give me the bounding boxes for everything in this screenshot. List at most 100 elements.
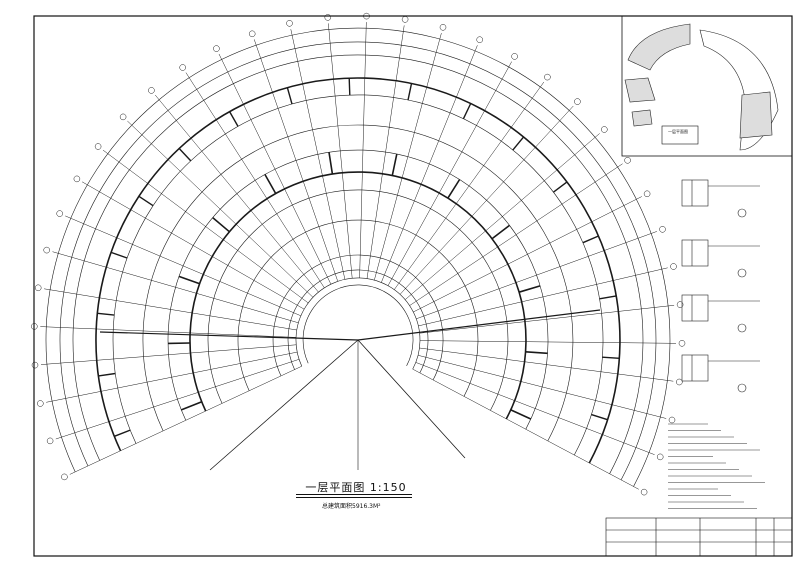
room-wall-9	[212, 216, 231, 233]
axis-bubble-27	[659, 226, 666, 233]
radial-axis-28	[418, 267, 668, 327]
radial-axis-19	[374, 33, 442, 281]
outer-room-wall-20	[462, 103, 472, 120]
room-wall-0	[181, 401, 203, 411]
radial-axis-22	[393, 81, 545, 290]
room-wall-27	[518, 285, 541, 293]
radial-axis-29	[419, 305, 675, 334]
axis-bubble-15	[286, 20, 293, 27]
drawing-title: 一层平面图 1:150	[305, 481, 407, 494]
room-wall-24	[491, 224, 510, 240]
wall-detail-sections	[681, 179, 760, 393]
room-wall-30	[525, 351, 548, 355]
outer-room-wall-4	[97, 312, 115, 316]
detail-tag-3	[737, 383, 747, 393]
radial-axis-31	[419, 347, 674, 382]
radial-axis-0	[69, 365, 302, 475]
axis-bubble-19	[439, 24, 447, 31]
outer-room-wall-0	[114, 429, 131, 437]
axis-bubble-14	[248, 30, 256, 38]
axis-bubble-7	[56, 210, 63, 217]
title-block	[605, 517, 793, 557]
wall-line-left	[99, 331, 359, 341]
radial-axis-4	[40, 326, 297, 338]
outer-room-wall-32	[591, 413, 608, 421]
radial-axis-34	[412, 368, 639, 490]
radial-axis-8	[81, 181, 305, 310]
title-underline-thin	[296, 497, 412, 498]
axis-bubble-5	[34, 284, 42, 292]
room-wall-21	[447, 179, 461, 199]
axis-bubble-17	[363, 12, 370, 20]
axis-bubble-16	[324, 14, 332, 21]
wall-line-right	[357, 309, 601, 341]
outer-room-wall-24	[552, 181, 568, 193]
general-notes	[668, 423, 765, 509]
radial-axis-2	[46, 351, 298, 403]
outer-room-wall-26	[582, 235, 599, 244]
axis-bubble-34	[640, 488, 648, 496]
outer-room-wall-10	[178, 148, 192, 162]
key-plan-inset	[621, 15, 793, 157]
axis-bubble-10	[119, 113, 127, 121]
radial-axis-14	[253, 39, 339, 282]
axis-bubble-20	[476, 36, 483, 43]
outer-room-wall-16	[348, 78, 351, 96]
axis-bubble-25	[624, 157, 631, 164]
radial-axis-3	[40, 344, 297, 365]
radial-axis-17	[359, 22, 367, 279]
radial-axis-9	[102, 149, 309, 304]
outer-room-wall-22	[512, 136, 525, 151]
axis-bubble-13	[213, 45, 220, 52]
detail-tag-2	[737, 323, 747, 333]
radial-axis-23	[399, 105, 574, 295]
radial-axis-12	[185, 72, 325, 289]
axis-bubble-30	[678, 340, 686, 347]
inset-hatch-a	[627, 23, 691, 71]
radial-axis-32	[418, 355, 667, 419]
axis-bubble-22	[544, 73, 551, 81]
radial-axis-5	[44, 288, 297, 331]
outer-room-wall-14	[286, 87, 293, 105]
inset-hatch-b	[624, 77, 656, 103]
axis-bubble-29	[676, 301, 684, 308]
axis-bubble-24	[601, 126, 608, 133]
radial-axis-10	[127, 120, 314, 298]
axis-bubble-9	[94, 143, 102, 150]
radial-axis-25	[409, 163, 623, 306]
axis-bubble-18	[401, 16, 409, 23]
detail-tag-0	[737, 208, 747, 218]
axis-bubble-6	[43, 246, 50, 254]
radial-axis-13	[218, 53, 332, 285]
radial-axis-7	[65, 215, 301, 317]
axis-bubble-21	[511, 53, 518, 60]
inset-hatch-d	[631, 109, 653, 127]
inset-hatch-c	[739, 91, 773, 139]
room-wall-6	[178, 275, 200, 285]
radial-axis-11	[155, 94, 319, 293]
axis-bubble-1	[46, 437, 54, 445]
radial-axis-1	[55, 359, 300, 440]
radial-axis-6	[52, 251, 299, 324]
axis-bubble-23	[574, 98, 581, 105]
axis-bubble-8	[73, 175, 81, 183]
axis-bubble-2	[37, 400, 44, 407]
axis-bubble-12	[179, 64, 186, 71]
outer-room-wall-18	[407, 83, 413, 101]
room-wall-12	[264, 174, 277, 194]
outer-room-wall-8	[138, 195, 154, 207]
outer-room-wall-28	[599, 295, 617, 300]
outer-room-wall-2	[98, 372, 116, 377]
axis-bubble-26	[643, 190, 651, 198]
radial-axis-26	[413, 196, 642, 313]
axis-bubble-0	[61, 473, 68, 481]
room-wall-15	[328, 152, 334, 175]
outer-room-wall-30	[602, 356, 620, 359]
detail-section-1	[681, 239, 709, 267]
inset-caption: 一层平面图	[668, 129, 688, 134]
axis-bubble-11	[148, 87, 155, 94]
wall-line-diag	[357, 339, 466, 459]
area-note: 总建筑面积5916.3M²	[322, 503, 381, 510]
inset-outline	[699, 29, 779, 151]
